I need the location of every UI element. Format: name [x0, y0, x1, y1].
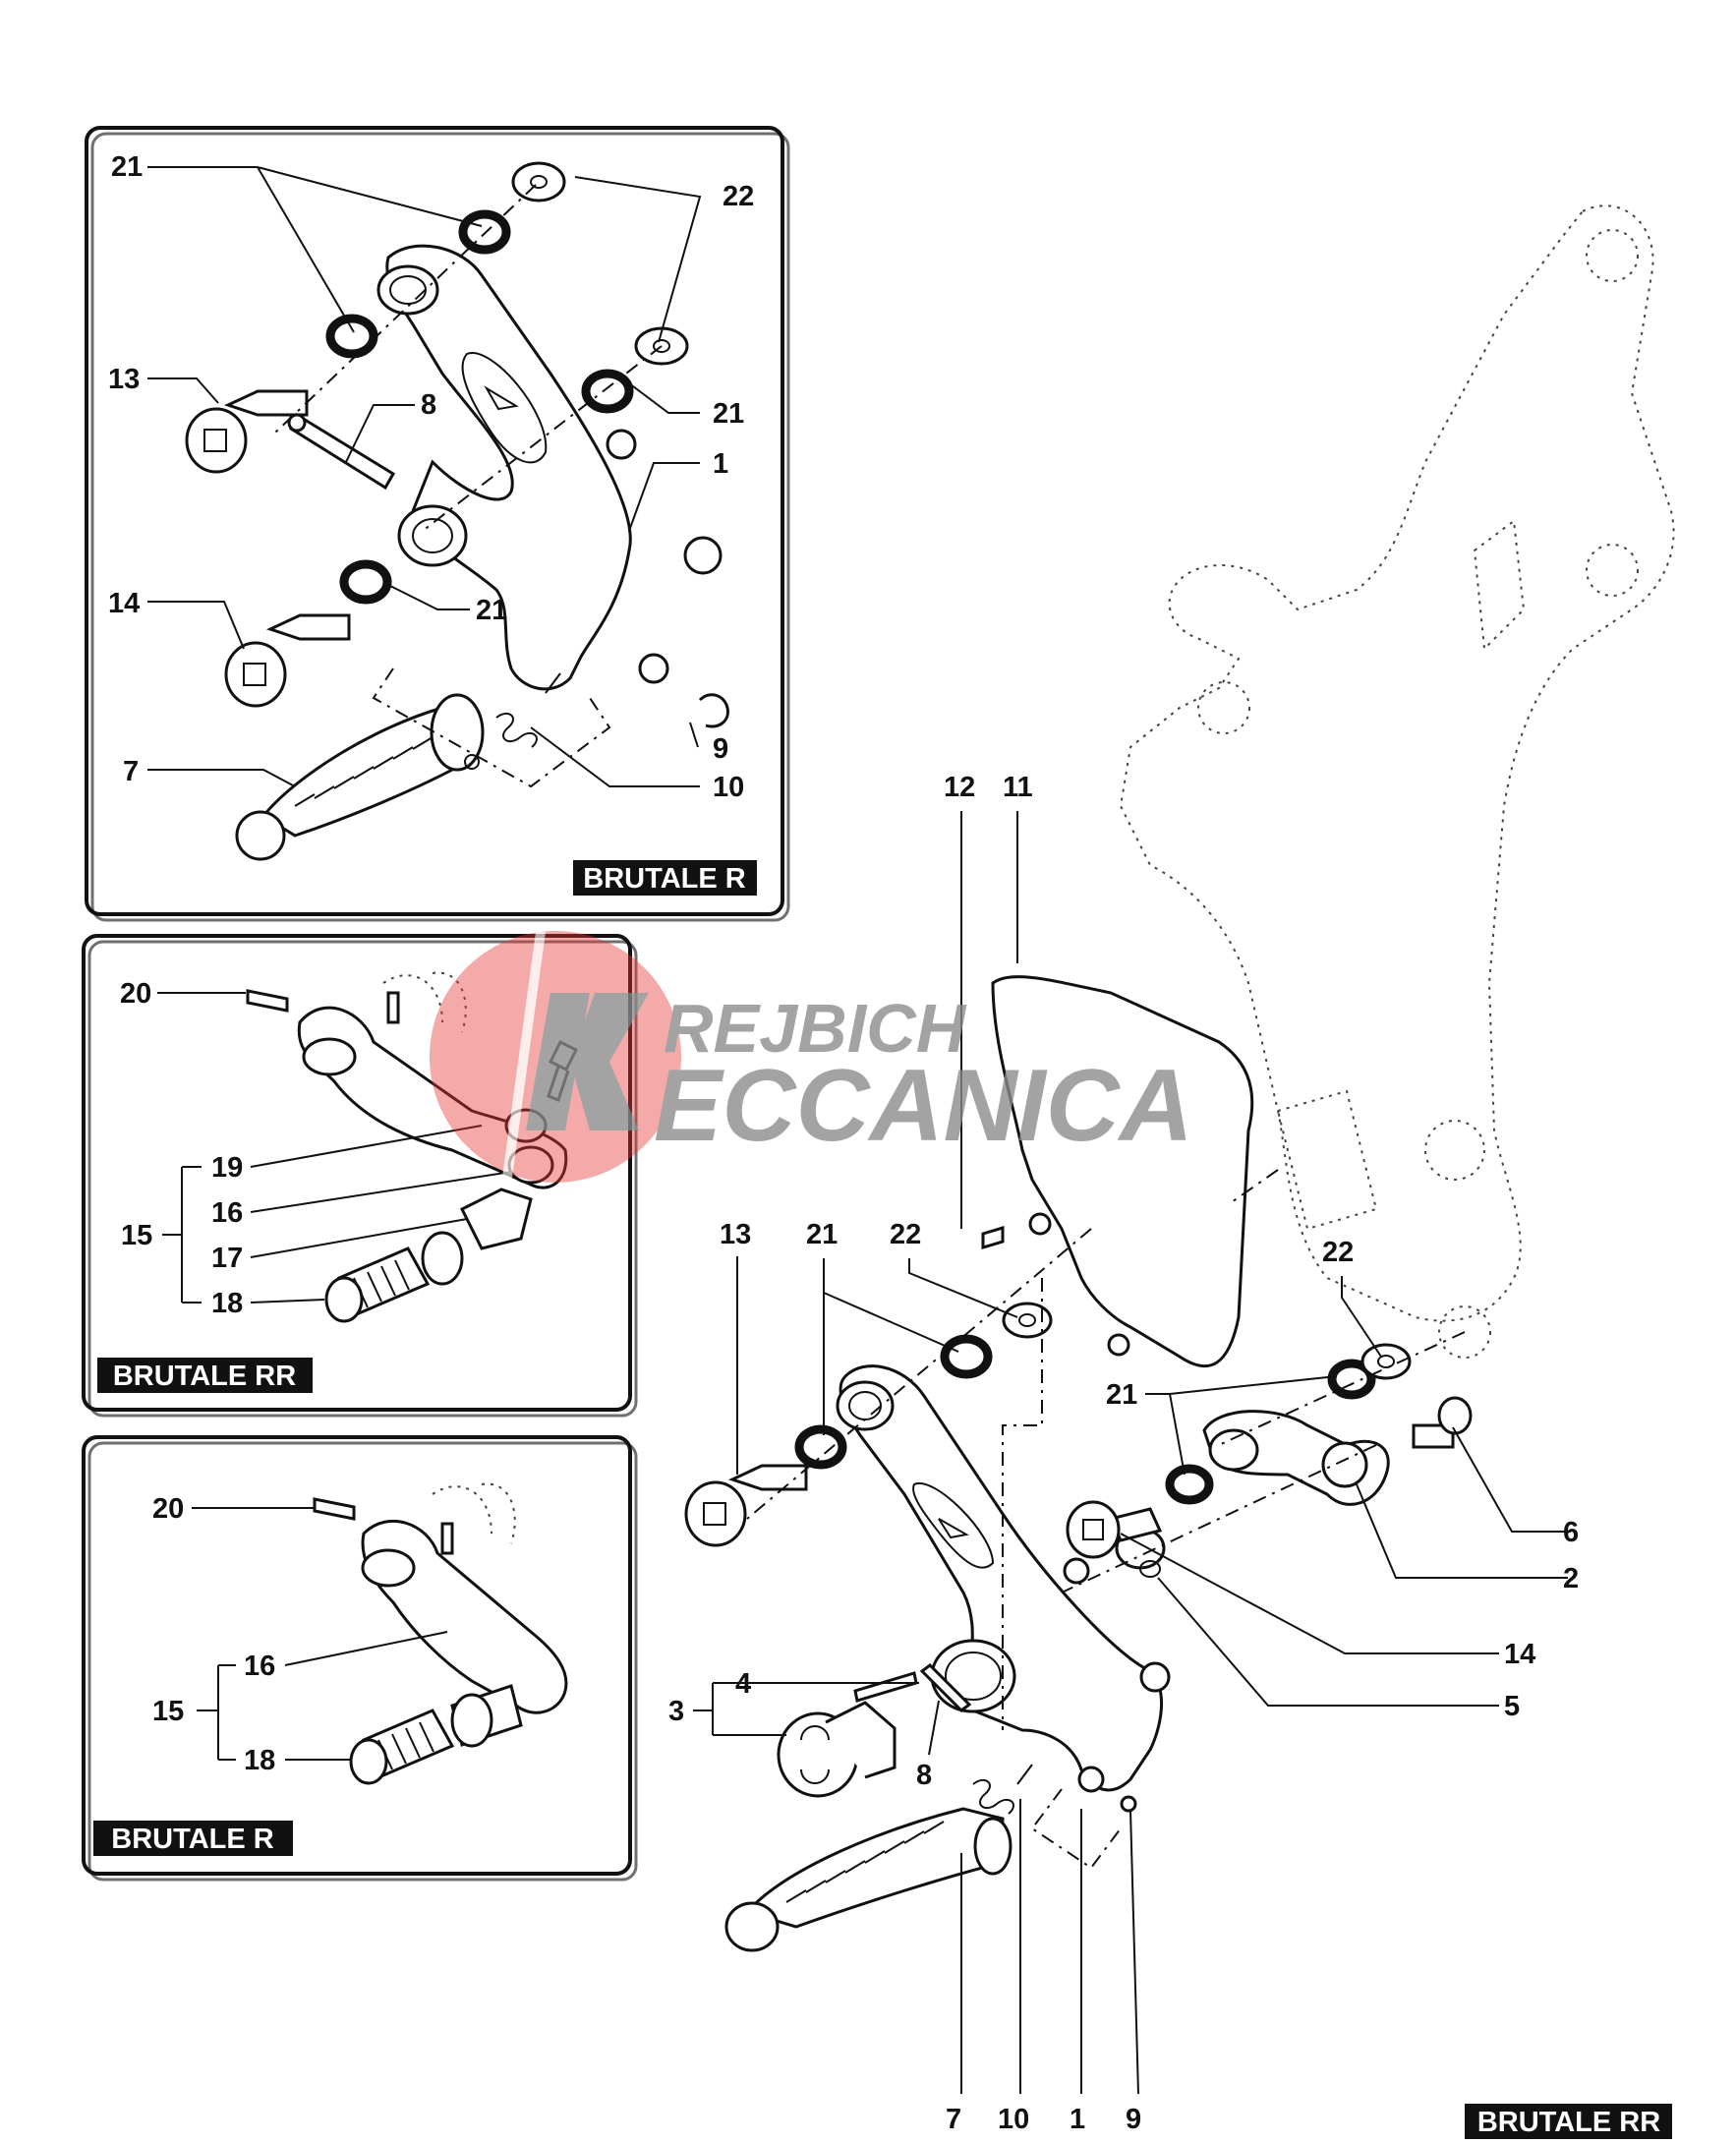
- callout-18: 18: [244, 1745, 275, 1776]
- bolt-20: [246, 989, 289, 1013]
- callout-16: 16: [211, 1197, 243, 1229]
- leader-lines: [192, 1507, 448, 1761]
- callout-14: 14: [1504, 1639, 1535, 1670]
- callout-21: 21: [476, 595, 507, 626]
- callout-22: 22: [890, 1219, 921, 1250]
- seal-21-lower: [339, 559, 392, 605]
- callout-15: 15: [152, 1696, 184, 1727]
- callout-13: 13: [720, 1219, 751, 1250]
- callout-7: 7: [946, 2104, 961, 2135]
- callout-9: 9: [1126, 2104, 1141, 2135]
- callout-4: 4: [735, 1668, 751, 1700]
- shift-lever-main: [1066, 1396, 1473, 1578]
- callout-1: 1: [713, 448, 728, 480]
- heel-guard: [991, 975, 1254, 1367]
- callout-20: 20: [120, 978, 151, 1010]
- seal-21-right: [581, 369, 634, 414]
- callout-21: 21: [713, 398, 744, 430]
- model-tag-label: BRUTALE RR: [1477, 2107, 1660, 2138]
- callout-20: 20: [152, 1493, 184, 1525]
- callout-17: 17: [211, 1243, 243, 1274]
- callout-10: 10: [713, 772, 744, 803]
- bolt-13-main: [727, 1464, 808, 1491]
- washer-22-top: [511, 161, 566, 203]
- panel-frame: [82, 1435, 632, 1876]
- foot-peg-main: [724, 1807, 1013, 1952]
- adjuster-cap: [777, 1671, 918, 1798]
- footrest-bracket: [376, 244, 723, 691]
- pin-8-main: [919, 1663, 972, 1712]
- callout-21: 21: [1106, 1379, 1137, 1411]
- circlip-9-main: [1120, 1795, 1137, 1813]
- callout-10: 10: [998, 2104, 1029, 2135]
- callout-18: 18: [211, 1288, 243, 1319]
- callout-21: 21: [111, 151, 143, 183]
- spring-10: [495, 672, 561, 748]
- main-exploded-view: 12 11 13 21 22 22 21 6 2 14 5 3 4 8 7 10…: [668, 204, 1675, 2139]
- callout-11: 11: [1003, 772, 1033, 803]
- pin-4: [853, 1671, 918, 1703]
- frame-outline: [1119, 204, 1675, 1322]
- bolt-6: [1412, 1423, 1455, 1449]
- callouts: 20 16 15 18: [152, 1493, 275, 1776]
- callouts: 20 19 16 15 17 18: [120, 978, 243, 1319]
- seal-21-main-b: [794, 1424, 847, 1470]
- callouts: 21 22 13 8 21 1 14 21 9 7 10: [108, 151, 754, 803]
- callout-1: 1: [1070, 2104, 1085, 2135]
- seal-21-main-d: [1327, 1359, 1376, 1400]
- callout-12: 12: [944, 772, 975, 803]
- circlip-9: [698, 693, 729, 728]
- washer-22-main-a: [1002, 1302, 1053, 1339]
- model-tag: [97, 1358, 313, 1393]
- watermark-logo: REJBICH ECCANICA: [430, 931, 1193, 1185]
- model-tag-label: BRUTALE RR: [113, 1361, 296, 1392]
- leader-lines: [147, 166, 702, 787]
- callout-5: 5: [1504, 1691, 1520, 1722]
- callout-16: 16: [244, 1651, 275, 1682]
- callout-19: 19: [211, 1152, 243, 1184]
- callout-6: 6: [1563, 1517, 1579, 1548]
- gear-lever-r: [349, 1519, 568, 1785]
- callout-13: 13: [108, 364, 140, 395]
- footrest-bracket-main: [836, 1364, 1171, 1793]
- model-tag: [573, 860, 757, 896]
- panel-frame: [82, 934, 632, 1412]
- panel-brutale-r-footrest: 21 22 13 8 21 1 14 21 9 7 10 BRUTALE R: [85, 126, 790, 922]
- seal-21-main-c: [1165, 1464, 1214, 1505]
- seal-21-top: [458, 209, 511, 255]
- callout-8: 8: [421, 389, 436, 421]
- leader-lines: [157, 992, 512, 1304]
- callout-22: 22: [1322, 1237, 1354, 1268]
- callouts: 12 11 13 21 22 22 21 6 2 14 5 3 4 8 7 10…: [668, 772, 1579, 2135]
- callout-8: 8: [916, 1760, 932, 1791]
- callout-3: 3: [668, 1696, 684, 1727]
- leader-lines: [693, 811, 1571, 2095]
- callout-9: 9: [713, 733, 728, 765]
- callout-2: 2: [1563, 1563, 1579, 1594]
- callout-22: 22: [723, 181, 754, 212]
- model-tag: [93, 1821, 293, 1856]
- bolt-14: [265, 613, 351, 641]
- callout-7: 7: [123, 756, 139, 787]
- watermark-k-mark: [526, 993, 649, 1130]
- seal-21-main-a: [940, 1334, 993, 1379]
- spring-10-main: [972, 1764, 1033, 1815]
- watermark-line-1: REJBICH: [664, 990, 967, 1067]
- seal-21-left: [325, 314, 378, 359]
- model-tag: [1465, 2104, 1672, 2139]
- washer-22-main-b: [1360, 1343, 1412, 1380]
- callout-14: 14: [108, 588, 140, 619]
- model-tag-label: BRUTALE R: [111, 1824, 273, 1855]
- model-tag-label: BRUTALE R: [583, 863, 745, 895]
- panel-brutale-r-gear-lever: 20 16 15 18 BRUTALE R: [82, 1435, 638, 1882]
- watermark-line-2: ECCANICA: [654, 1049, 1193, 1163]
- callout-15: 15: [121, 1220, 152, 1251]
- screw-12: [981, 1225, 1005, 1250]
- callout-21: 21: [806, 1219, 838, 1250]
